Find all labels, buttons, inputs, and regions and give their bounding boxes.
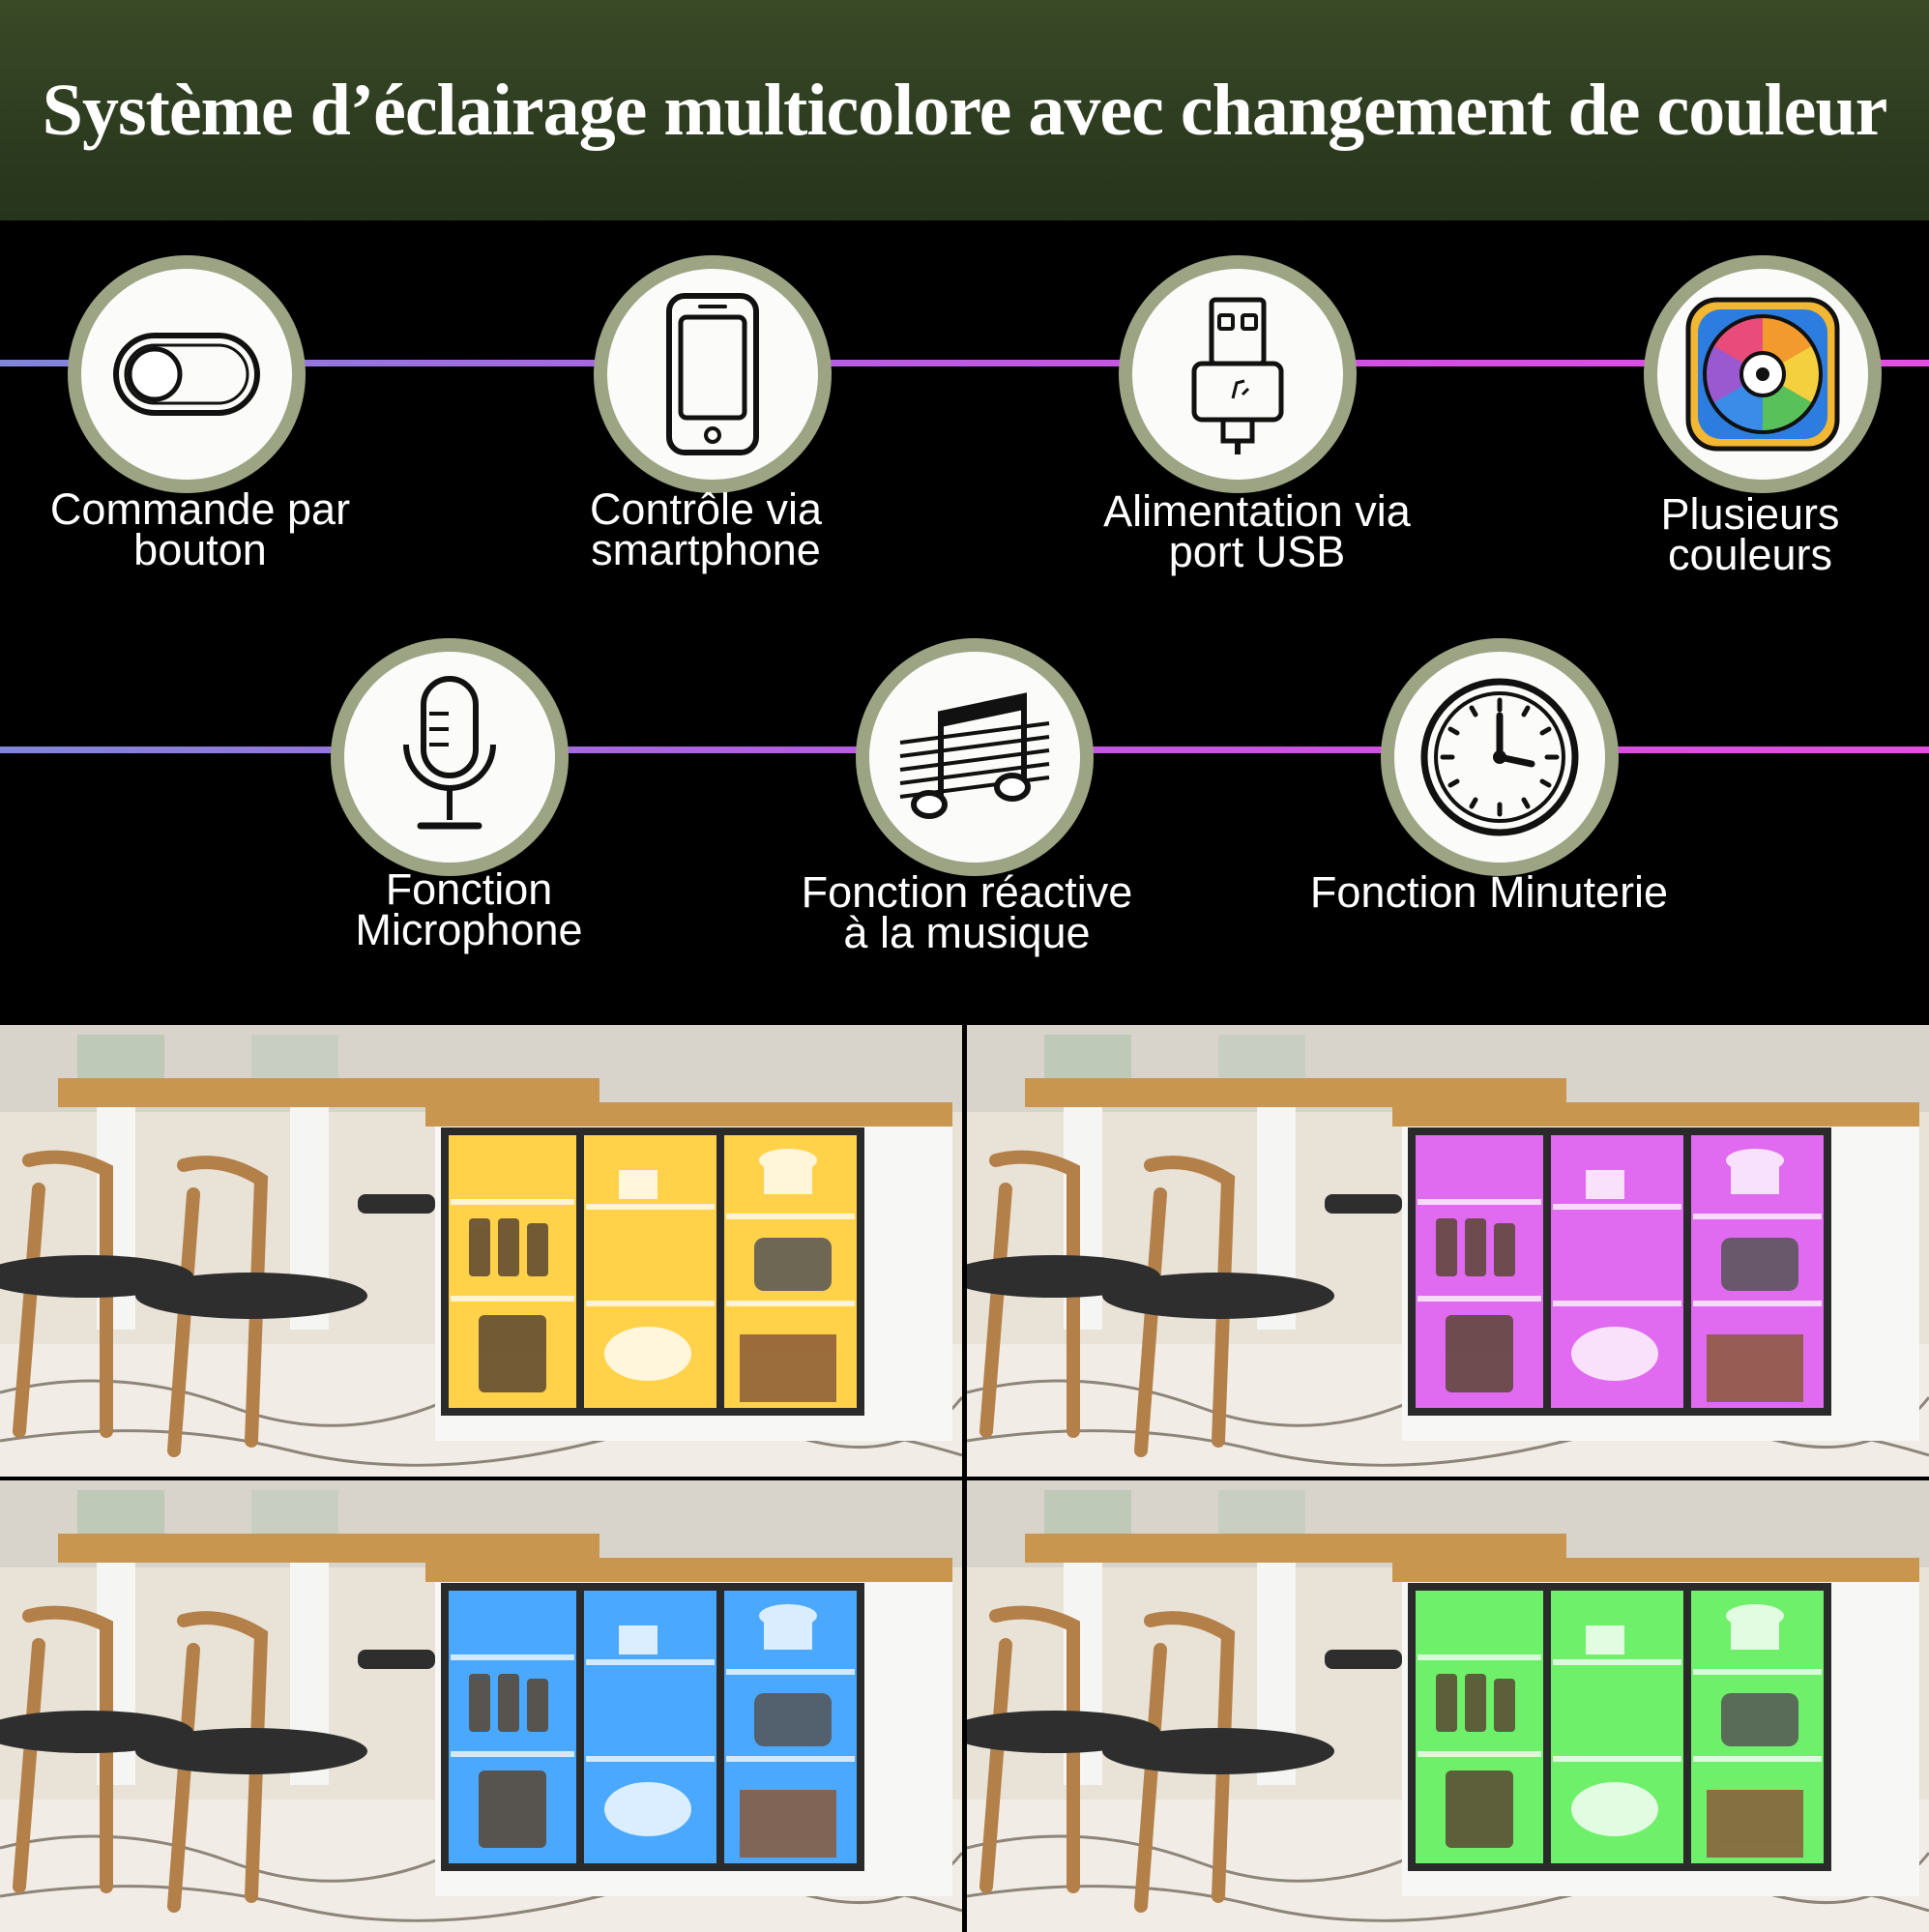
feature-circle-button <box>68 255 306 493</box>
features-panel: Commande par bouton Contrôle via smartph… <box>0 220 1929 1025</box>
feature-label-microphone: Fonction Microphone <box>355 864 583 954</box>
glow-line-top <box>0 360 1929 366</box>
feature-label-timer: Fonction Minuterie <box>1309 867 1669 917</box>
photo-purple-light <box>967 1025 1929 1477</box>
cabinet-scene <box>967 1480 1929 1932</box>
feature-circle-usb <box>1119 255 1357 493</box>
cabinet-scene <box>0 1025 962 1477</box>
usb-plug-icon <box>1191 297 1284 454</box>
cabinet-scene <box>967 1025 1929 1477</box>
photo-green-light <box>967 1480 1929 1932</box>
feature-label-button: Commande par bouton <box>49 484 351 574</box>
feature-label-usb: Alimentation via port USB <box>1103 486 1411 576</box>
page-title: Système d’éclairage multicolore avec cha… <box>42 69 1888 151</box>
photo-blue-light <box>0 1480 962 1932</box>
feature-circle-music <box>856 638 1094 876</box>
photo-yellow-light <box>0 1025 962 1477</box>
color-wheel-icon <box>1685 297 1840 452</box>
product-photos-grid <box>0 1025 1929 1932</box>
feature-label-colors: Plusieurs couleurs <box>1660 489 1840 579</box>
toggle-switch-icon <box>113 333 260 416</box>
feature-circle-microphone <box>331 638 569 876</box>
feature-circle-smartphone <box>594 255 832 493</box>
feature-circle-colors <box>1644 255 1882 493</box>
feature-label-smartphone: Contrôle via smartphone <box>589 484 823 574</box>
title-banner: Système d’éclairage multicolore avec cha… <box>0 0 1929 220</box>
cabinet-scene <box>0 1480 962 1932</box>
clock-icon <box>1420 678 1579 836</box>
smartphone-icon <box>666 293 759 455</box>
music-notes-icon <box>899 692 1050 819</box>
microphone-icon <box>403 676 496 830</box>
feature-label-music: Fonction réactive à la musique <box>801 867 1133 957</box>
feature-circle-timer <box>1381 638 1619 876</box>
